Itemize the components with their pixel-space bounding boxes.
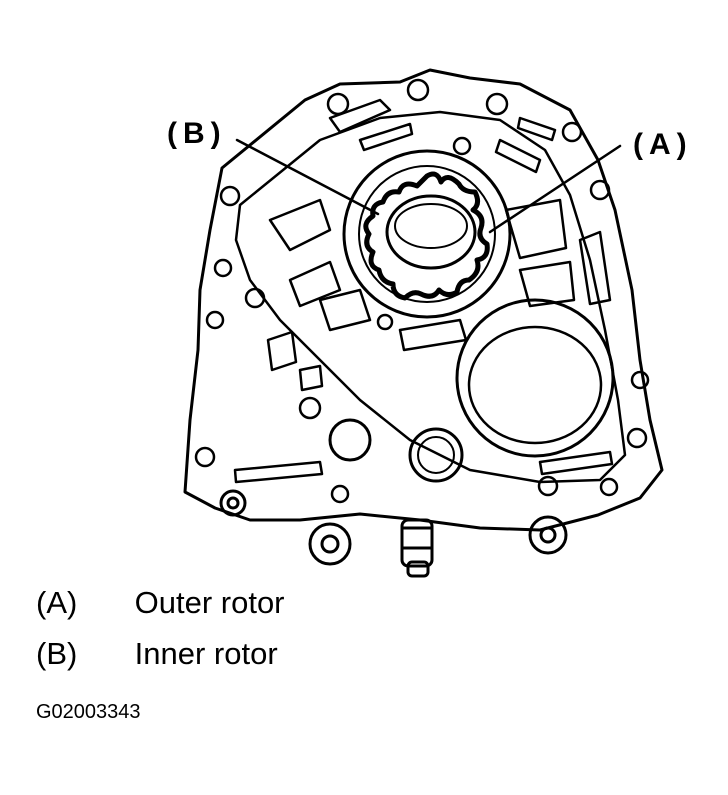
callout-b-leader bbox=[235, 138, 380, 216]
inner-rotor bbox=[363, 171, 490, 301]
perimeter-bolt-holes bbox=[194, 78, 650, 504]
bolt-boss bbox=[308, 522, 352, 566]
housing-hole bbox=[328, 418, 372, 462]
housing-outline bbox=[183, 68, 664, 532]
large-bore bbox=[455, 298, 615, 458]
oil-pump-housing-diagram bbox=[183, 68, 664, 578]
callout-a-label: (A) bbox=[633, 128, 693, 161]
inner-rotor-bore bbox=[385, 194, 477, 270]
figure-id: G02003343 bbox=[36, 701, 141, 723]
bolt-boss bbox=[528, 515, 568, 555]
bolt-boss bbox=[219, 489, 247, 517]
drain-plug bbox=[400, 518, 434, 578]
legend-label: Outer rotor bbox=[134, 585, 285, 620]
housing-hole bbox=[417, 436, 455, 474]
legend-item-inner-rotor: (B) Inner rotor bbox=[36, 636, 278, 672]
legend-item-outer-rotor: (A) Outer rotor bbox=[36, 585, 285, 621]
oil-passages bbox=[233, 98, 614, 484]
housing-hole bbox=[408, 427, 464, 483]
callout-a-leader bbox=[488, 144, 622, 234]
callout-b-label: (B) bbox=[167, 117, 227, 150]
outer-rotor bbox=[342, 149, 512, 319]
legend-label: Inner rotor bbox=[134, 636, 278, 671]
inner-rotor-bore-lip bbox=[394, 203, 468, 249]
legend-key: (A) bbox=[36, 585, 78, 620]
legend-key: (B) bbox=[36, 636, 78, 671]
